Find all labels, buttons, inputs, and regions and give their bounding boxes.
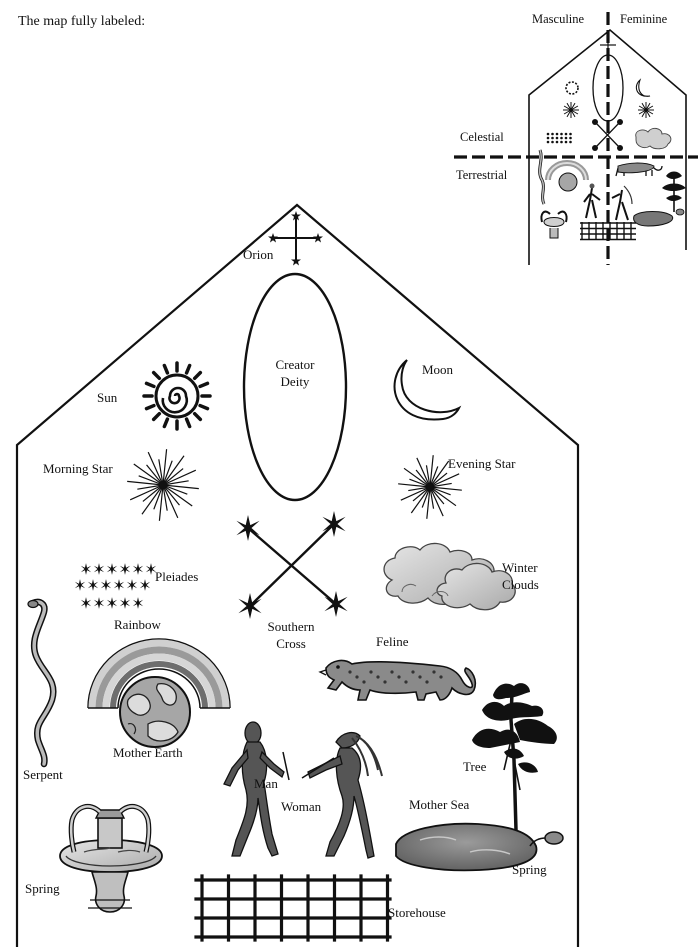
feminine-label: Feminine: [620, 12, 668, 26]
label-morning-star: Morning Star: [43, 461, 113, 476]
label-rainbow: Rainbow: [114, 617, 161, 632]
label-pleiades: Pleiades: [155, 569, 199, 584]
morning-star-symbol: [127, 449, 199, 521]
label-moon: Moon: [422, 362, 454, 377]
pleiades-symbol: [74, 563, 157, 609]
creator-deity-oval: [242, 272, 348, 502]
moon-symbol: [393, 359, 462, 421]
inset-map: Masculine Feminine Celestial Terrestrial: [440, 0, 700, 265]
label-orion: Orion: [243, 247, 274, 262]
label-southern-cross-line2: Cross: [276, 636, 306, 651]
man-figure: [223, 721, 290, 857]
label-winter-clouds-line1: Winter: [502, 560, 538, 575]
orion-symbol: [268, 211, 323, 266]
mother-earth-symbol: [119, 676, 191, 748]
label-serpent: Serpent: [23, 767, 63, 782]
label-creator-line2: Deity: [280, 374, 310, 389]
label-man: Man: [254, 776, 278, 791]
label-sun: Sun: [97, 390, 118, 405]
southern-cross-symbol: [236, 510, 348, 620]
storehouse-grid-symbol: [194, 874, 392, 942]
label-tree: Tree: [463, 759, 487, 774]
label-southern-cross-line1: Southern: [267, 619, 315, 634]
woman-figure: [301, 731, 383, 859]
label-creator-line1: Creator: [275, 357, 315, 372]
rainbow-symbol: [87, 638, 231, 709]
serpent-symbol: [27, 598, 57, 768]
label-winter-clouds-line2: Clouds: [502, 577, 539, 592]
masculine-label: Masculine: [532, 12, 585, 26]
label-feline: Feline: [376, 634, 409, 649]
label-evening-star: Evening Star: [448, 456, 516, 471]
inset-diagram: [454, 12, 698, 265]
sun-symbol: [142, 361, 212, 431]
label-spring-left: Spring: [25, 881, 60, 896]
mother-sea-symbol: [395, 822, 564, 872]
tree-symbol: [472, 683, 557, 831]
label-woman: Woman: [281, 799, 322, 814]
label-mother-earth: Mother Earth: [113, 745, 183, 760]
winter-clouds-symbol: [383, 542, 516, 611]
spring-fountain-symbol: [59, 803, 163, 913]
evening-star-symbol: [398, 455, 462, 519]
feline-symbol: [318, 659, 477, 701]
celestial-label: Celestial: [460, 130, 504, 144]
label-spring-right: Spring: [512, 862, 547, 877]
figure-caption: The map fully labeled:: [18, 14, 146, 29]
label-mother-sea: Mother Sea: [409, 797, 470, 812]
house-outline: [15, 203, 580, 947]
label-storehouse: Storehouse: [388, 905, 446, 920]
terrestrial-label: Terrestrial: [456, 168, 508, 182]
